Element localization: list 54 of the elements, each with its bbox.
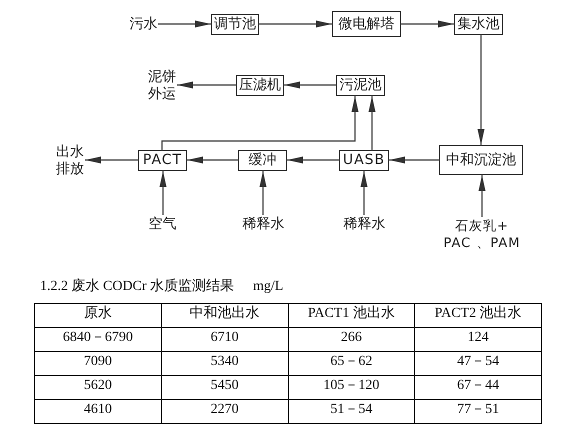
flow-arrow <box>478 175 486 217</box>
table-cell: 6710 <box>161 328 288 352</box>
process-box: 中和沉淀池 <box>439 145 523 175</box>
column-header: PACT1 池出水 <box>288 304 415 328</box>
table-cell: 124 <box>414 328 542 352</box>
table-cell: 6840－6790 <box>34 328 162 352</box>
flow-arrow <box>187 156 238 164</box>
flow-label: 石灰乳+ PAC 、PAM <box>440 217 524 252</box>
table-cell: 5620 <box>34 376 162 400</box>
table-cell: 105－120 <box>288 376 415 400</box>
flow-arrow <box>284 82 336 88</box>
process-box: 微电解塔 <box>332 11 401 37</box>
flow-arrow <box>259 20 332 28</box>
table-cell: 77－51 <box>414 400 542 424</box>
process-box: 集水池 <box>454 14 503 35</box>
table-cell: 266 <box>288 328 415 352</box>
table-cell: 65－62 <box>288 352 415 376</box>
flow-arrow <box>161 96 358 150</box>
flow-label: 污水 <box>129 15 158 33</box>
flow-label: 泥饼外运 <box>147 68 177 103</box>
process-box: 缓冲 <box>238 150 287 171</box>
process-box: 污泥池 <box>336 75 385 96</box>
column-header: 中和池出水 <box>161 304 288 328</box>
flow-label: 空气 <box>148 215 177 233</box>
column-header: 原水 <box>34 304 162 328</box>
flow-arrow <box>389 156 439 164</box>
flow-arrow <box>177 82 236 88</box>
flow-arrow <box>401 20 454 28</box>
flow-arrow <box>160 171 166 215</box>
flow-label: 稀释水 <box>242 215 285 233</box>
flow-arrow <box>158 20 211 28</box>
table-cell: 5450 <box>161 376 288 400</box>
column-header: PACT2 池出水 <box>414 304 542 328</box>
process-box: 压滤机 <box>236 75 284 96</box>
flow-label: 稀释水 <box>343 215 386 233</box>
flow-label: 出水排放 <box>55 143 85 178</box>
table-cell: 4610 <box>34 400 162 424</box>
table-cell: 7090 <box>34 352 162 376</box>
flow-arrow <box>287 156 339 164</box>
unit-label: mg/L <box>253 278 284 296</box>
table-cell: 67－44 <box>414 376 542 400</box>
flow-arrow <box>360 171 368 215</box>
table-cell: 47－54 <box>414 352 542 376</box>
flow-arrow <box>478 35 484 145</box>
flow-arrow <box>260 171 266 215</box>
process-box: 调节池 <box>211 14 259 35</box>
process-box: UASB <box>339 150 389 171</box>
table-heading: 1.2.2 废水 CODCr 水质监测结果 <box>40 278 234 296</box>
flow-arrow <box>368 96 376 150</box>
process-box: PACT <box>138 150 187 171</box>
table-cell: 2270 <box>161 400 288 424</box>
table-cell: 5340 <box>161 352 288 376</box>
table-cell: 51－54 <box>288 400 415 424</box>
flow-arrow <box>85 156 138 164</box>
